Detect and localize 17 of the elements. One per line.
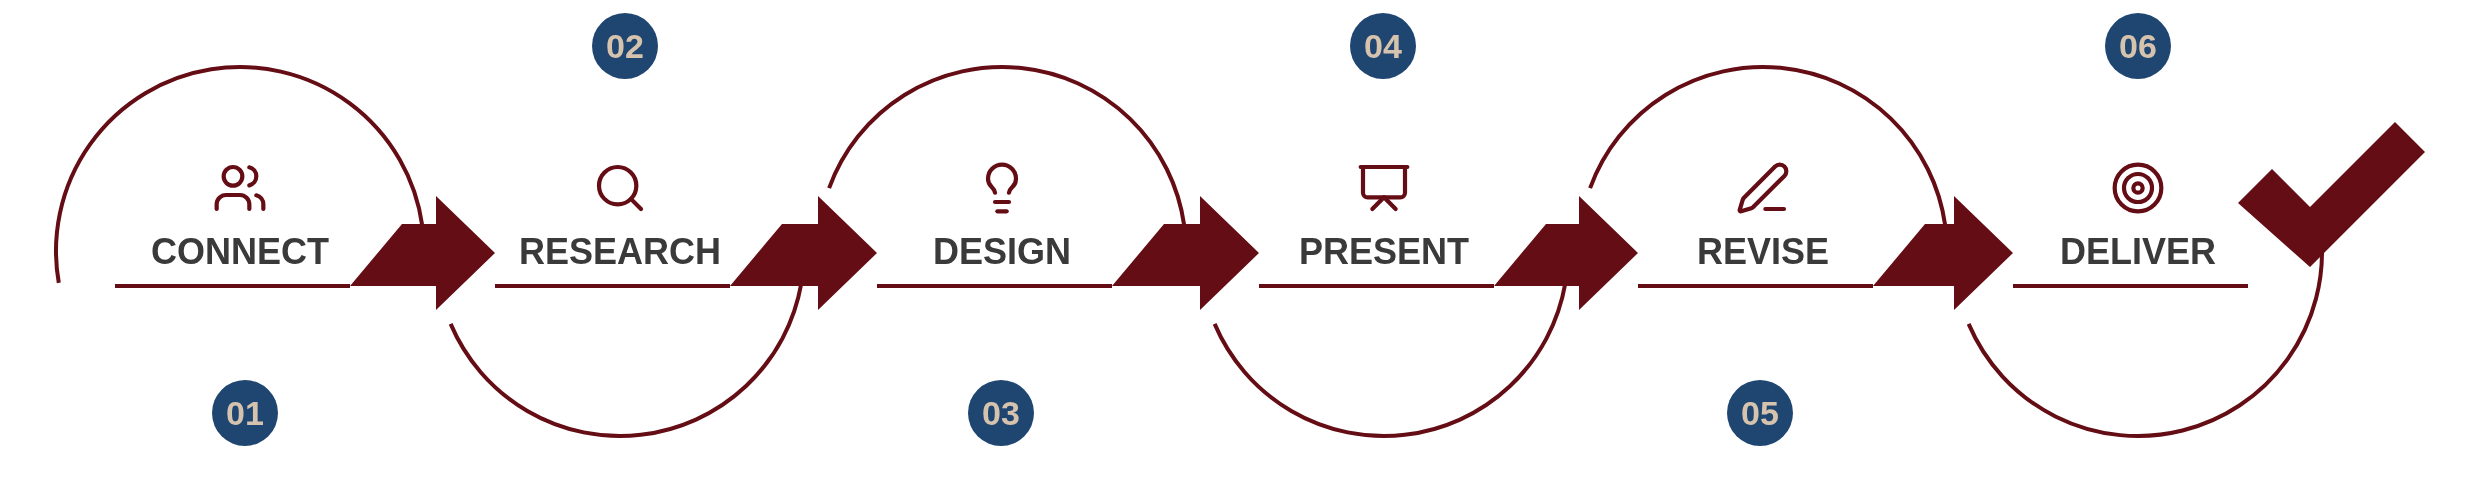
arrow bbox=[350, 196, 495, 310]
number-badge: 06 bbox=[2105, 13, 2171, 79]
number-badge: 05 bbox=[1727, 380, 1793, 446]
arrow bbox=[1112, 196, 1259, 310]
arrow bbox=[1494, 196, 1638, 310]
step-label: DESIGN bbox=[933, 232, 1071, 272]
step-label: DELIVER bbox=[2060, 232, 2216, 272]
number-badge: 01 bbox=[212, 380, 278, 446]
number-badge: 04 bbox=[1350, 13, 1416, 79]
step-label: PRESENT bbox=[1298, 232, 1469, 272]
step-label: RESEARCH bbox=[519, 232, 721, 272]
number-badge: 02 bbox=[592, 13, 658, 79]
arrow bbox=[730, 196, 877, 310]
number-badge: 03 bbox=[968, 380, 1034, 446]
step-label: REVISE bbox=[1696, 232, 1829, 272]
step-label: CONNECT bbox=[151, 232, 329, 272]
arrow bbox=[1873, 196, 2013, 310]
